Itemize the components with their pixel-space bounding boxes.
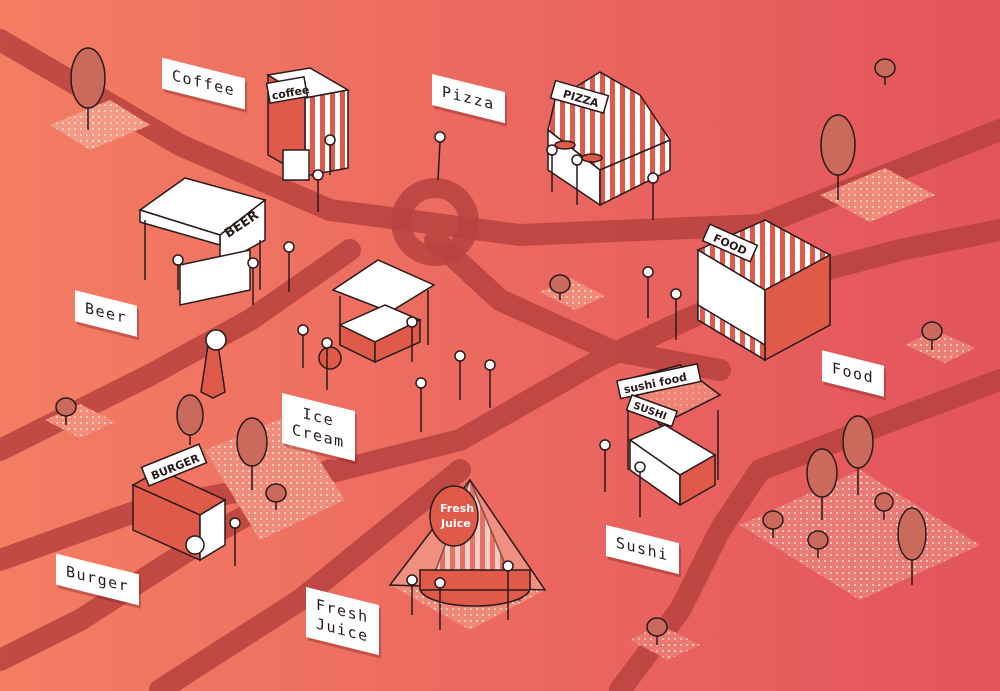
- ice-cream-cart: [200, 259, 436, 399]
- trees: [55, 47, 943, 645]
- pizza-stall: PIZZA: [547, 71, 672, 207]
- fresh-juice-label-1: Fresh: [440, 502, 474, 515]
- sushi-stall: sushi food SUSHI: [616, 362, 722, 507]
- fresh-juice-label-2: Juice: [440, 517, 471, 530]
- beer-stall: BEER: [138, 177, 267, 306]
- roundabout: [391, 178, 479, 266]
- burger-truck: BURGER: [131, 443, 227, 562]
- food-stall: FOOD: [696, 219, 832, 362]
- coffee-stall-label: coffee: [271, 83, 311, 102]
- people: [172, 131, 682, 630]
- coffee-stall: coffee: [265, 67, 351, 181]
